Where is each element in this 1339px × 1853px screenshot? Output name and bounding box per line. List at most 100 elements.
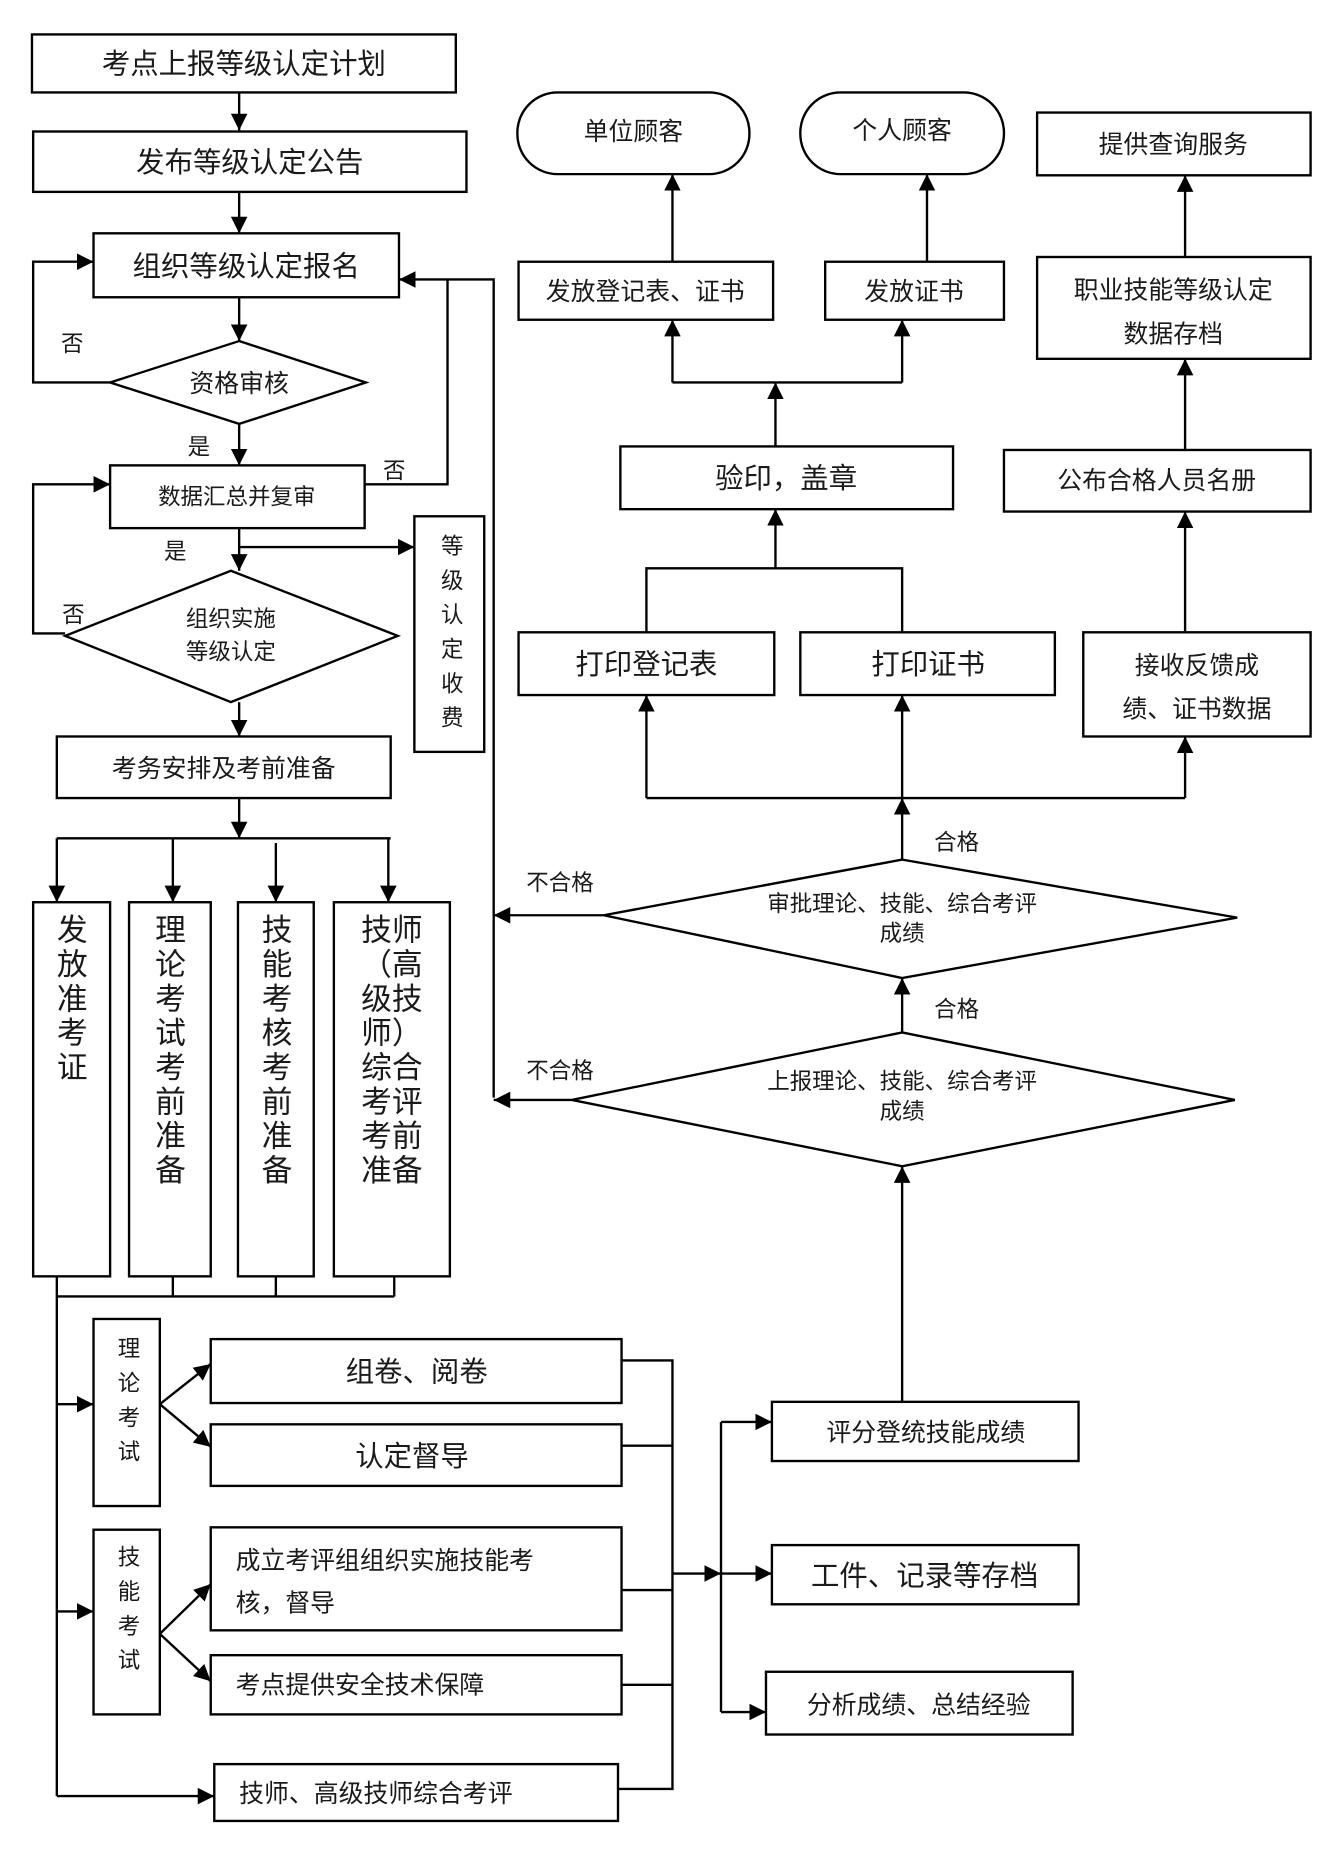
label-yes-1: 是: [188, 435, 210, 461]
issue-register-cert-label: 发放登记表、证书: [546, 277, 745, 306]
prep-skill-char: 考: [262, 1050, 293, 1086]
skill-task-assess-line2: 核，督导: [236, 1589, 335, 1618]
label-pass-2: 合格: [934, 830, 979, 856]
prep-theory-char: 前: [155, 1084, 186, 1120]
node-issue-cert: 发放证书: [824, 260, 1006, 321]
result-analysis-label: 分析成绩、总结经验: [807, 1690, 1031, 1719]
result-scoring-label: 评分登统技能成绩: [826, 1418, 1025, 1447]
node-summary-review: 数据汇总并复审: [108, 464, 366, 530]
prep-skill-char: 前: [262, 1084, 293, 1120]
node-result-archive: 工件、记录等存档: [770, 1543, 1080, 1606]
node-register-label: 组织等级认定报名: [133, 250, 360, 283]
theory-exam-char: 试: [118, 1440, 140, 1466]
decision-implement-line2: 等级认定: [186, 639, 276, 665]
prep-skill-char: 考: [262, 981, 293, 1017]
feedback-line-to-register: [398, 271, 495, 1098]
prep-admission-char: 证: [57, 1050, 88, 1086]
node-print-cert: 打印证书: [799, 631, 1057, 697]
prep-skill-char: 准: [262, 1119, 293, 1155]
decision-implement-line1: 组织实施: [186, 606, 276, 632]
node-publish-roster: 公布合格人员名册: [1002, 448, 1312, 513]
decision-approve-scores: 审批理论、技能、综合考评 成绩: [603, 858, 1238, 980]
prep-technician-char: 技师: [361, 913, 423, 949]
arrow-theory-task-1: [159, 1363, 212, 1406]
archive-line1: 职业技能等级认定: [1074, 276, 1273, 305]
print-cert-label: 打印证书: [871, 648, 985, 681]
node-stamp: 验印，盖章: [619, 445, 955, 511]
prep-theory-char: 试: [155, 1016, 186, 1052]
node-print-register: 打印登记表: [517, 631, 776, 697]
skill-exam-char: 能: [118, 1579, 140, 1605]
fee-char: 等: [441, 534, 463, 560]
prep-admission-char: 考: [57, 1016, 88, 1052]
prep-technician-char: （高: [361, 947, 423, 983]
decision-qualify-check-label: 资格审核: [189, 369, 288, 398]
prep-admission-char: 准: [57, 981, 88, 1017]
prep-theory-char: 备: [155, 1153, 186, 1189]
label-no-2: 否: [383, 458, 405, 484]
stamp-label: 验印，盖章: [715, 462, 857, 495]
prep-theory-char: 理: [155, 913, 186, 949]
node-unit-customer: 单位顾客: [516, 91, 751, 176]
receive-feedback-line1: 接收反馈成: [1135, 651, 1259, 680]
decision-report-scores: 上报理论、技能、综合考评 成绩: [571, 1031, 1236, 1168]
node-summary-review-label: 数据汇总并复审: [158, 484, 315, 510]
node-personal-customer: 个人顾客: [799, 91, 1006, 176]
skill-task-safety-label: 考点提供安全技术保障: [236, 1670, 485, 1699]
loop-check-no: [31, 253, 111, 384]
personal-customer-label: 个人顾客: [852, 116, 951, 145]
print-register-label: 打印登记表: [575, 648, 717, 681]
print-merge-line: [645, 567, 904, 633]
prep-technician-char: 考前: [361, 1119, 423, 1155]
node-theory-task-papers: 组卷、阅卷: [209, 1337, 623, 1405]
node-plan: 考点上报等级认定计划: [30, 33, 457, 94]
prep-skill-char: 备: [262, 1153, 293, 1189]
arrow-theory-task-2: [159, 1403, 212, 1448]
node-comprehensive: 技师、高级技师综合考评: [213, 1762, 620, 1823]
prep-theory-char: 考: [155, 1050, 186, 1086]
skill-task-assess-line1: 成立考评组组织实施技能考: [236, 1546, 534, 1575]
collect-bracket: [618, 1359, 674, 1791]
fee-char: 收: [441, 671, 463, 697]
node-result-analysis: 分析成绩、总结经验: [764, 1670, 1074, 1736]
issue-cert-label: 发放证书: [864, 277, 963, 306]
theory-exam-char: 论: [118, 1371, 140, 1397]
prep-technician-char: 师）: [361, 1016, 423, 1052]
prep-theory-char: 论: [155, 947, 186, 983]
skill-exam-char: 试: [118, 1648, 140, 1674]
fee-char: 级: [441, 568, 463, 594]
prep-skill-char: 技: [262, 913, 293, 949]
prep-technician-char: 考评: [361, 1084, 423, 1120]
prep-technician-char: 级技: [361, 981, 423, 1017]
prep-admission-char: 放: [57, 947, 88, 983]
skill-exam-char: 考: [118, 1614, 140, 1640]
label-fail-1: 不合格: [526, 1059, 593, 1085]
node-skill-task-assess: 成立考评组组织实施技能考 核，督导: [209, 1526, 623, 1632]
node-announce: 发布等级认定公告: [31, 130, 468, 194]
node-query-service: 提供查询服务: [1035, 111, 1312, 177]
node-announce-label: 发布等级认定公告: [136, 146, 363, 179]
fee-char: 费: [441, 706, 463, 732]
query-service-label: 提供查询服务: [1099, 130, 1248, 159]
node-receive-feedback: 接收反馈成 绩、证书数据: [1082, 631, 1312, 738]
arrow-skill-task-2: [159, 1633, 212, 1683]
decision-implement: 组织实施 等级认定: [61, 569, 402, 704]
label-fail-2: 不合格: [526, 870, 593, 896]
prep-technician-char: 准备: [361, 1153, 423, 1189]
publish-roster-label: 公布合格人员名册: [1057, 466, 1256, 495]
node-archive: 职业技能等级认定 数据存档: [1035, 255, 1312, 360]
comprehensive-label: 技师、高级技师综合考评: [239, 1779, 512, 1808]
arrow-skill-task-1: [159, 1583, 212, 1635]
theory-task-papers-label: 组卷、阅卷: [346, 1356, 488, 1389]
skill-exam-char: 技: [118, 1545, 140, 1571]
node-plan-label: 考点上报等级认定计划: [102, 48, 386, 81]
decision-report-line2: 成绩: [880, 1099, 925, 1125]
prep-skill-char: 核: [262, 1016, 293, 1052]
prep-admission-char: 发: [57, 913, 88, 949]
